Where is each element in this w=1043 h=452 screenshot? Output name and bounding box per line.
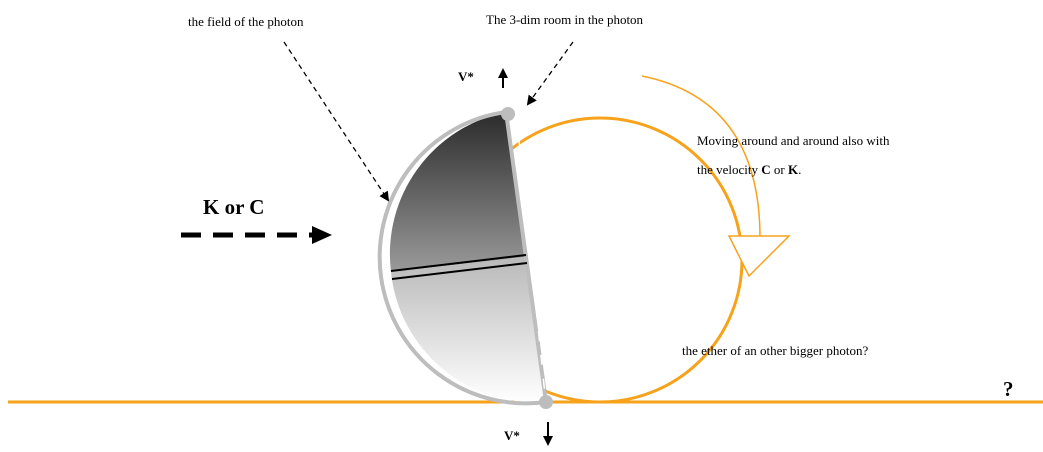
field-pointer-arrow [284, 42, 388, 200]
moving-description-line1: Moving around and around also with [697, 133, 889, 149]
field-upper-segment [390, 112, 524, 272]
moving-line2-prefix: the velocity [697, 162, 761, 177]
bottom-point [539, 395, 553, 409]
motion-arrow-head [312, 226, 332, 244]
moving-description-line2: the velocity C or K. [697, 162, 801, 178]
field-lower-segment [391, 257, 546, 402]
room-pointer-arrow [528, 42, 573, 104]
velocity-c: C [761, 162, 770, 177]
room-in-photon-label: The 3-dim room in the photon [486, 12, 643, 28]
ether-label: the ether of an other bigger photon? [682, 343, 868, 359]
field-of-photon-label: the field of the photon [188, 14, 304, 30]
v-bottom-label: V* [504, 428, 520, 444]
moving-period: . [798, 162, 801, 177]
v-top-label: V* [458, 69, 474, 85]
velocity-k: K [788, 162, 798, 177]
top-point [501, 107, 515, 121]
rotation-arc [642, 76, 760, 238]
rotation-arrow-head [729, 236, 789, 276]
k-or-c-label: K or C [203, 195, 264, 220]
moving-or: or [771, 162, 788, 177]
question-mark: ? [1003, 377, 1014, 402]
